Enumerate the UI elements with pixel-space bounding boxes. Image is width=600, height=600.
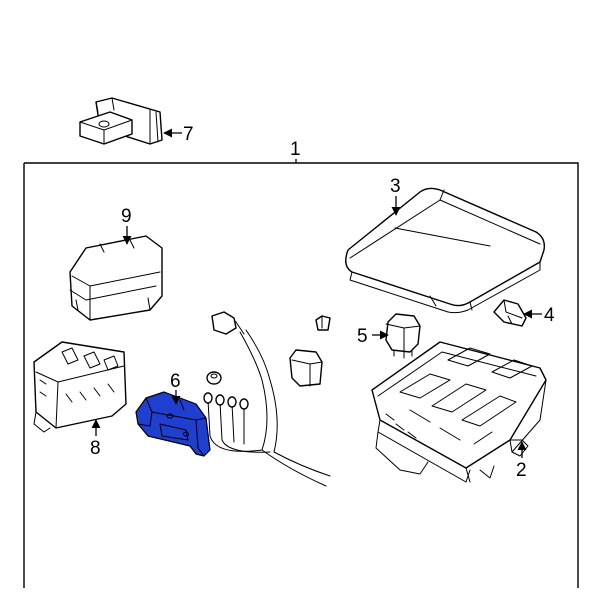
callout-1-label: 1 bbox=[290, 139, 301, 160]
part-fuse-block bbox=[289, 349, 323, 387]
part-fuse-small bbox=[315, 315, 331, 331]
part-3-cover[interactable] bbox=[345, 187, 546, 314]
callout-5-label: 5 bbox=[357, 326, 368, 347]
assembly-frame bbox=[23, 162, 579, 588]
callout-4-label: 4 bbox=[544, 305, 555, 326]
part-8-fuse-block[interactable] bbox=[33, 341, 127, 433]
part-4-cap[interactable] bbox=[493, 299, 527, 327]
callout-6-label: 6 bbox=[170, 371, 181, 392]
callout-2-label: 2 bbox=[516, 460, 527, 481]
callout-7-label: 7 bbox=[183, 124, 194, 145]
part-6-fill bbox=[135, 391, 211, 457]
part-9-cover[interactable] bbox=[69, 235, 163, 321]
part-2-relay-box[interactable] bbox=[371, 341, 547, 483]
part-5-relay[interactable] bbox=[385, 313, 421, 359]
wiring-harness bbox=[203, 311, 331, 487]
callout-8-label: 8 bbox=[90, 438, 101, 459]
callout-9-label: 9 bbox=[121, 206, 132, 227]
part-6-bracket[interactable] bbox=[135, 391, 211, 457]
callout-3-label: 3 bbox=[390, 176, 401, 197]
part-7-bracket[interactable] bbox=[79, 97, 163, 145]
